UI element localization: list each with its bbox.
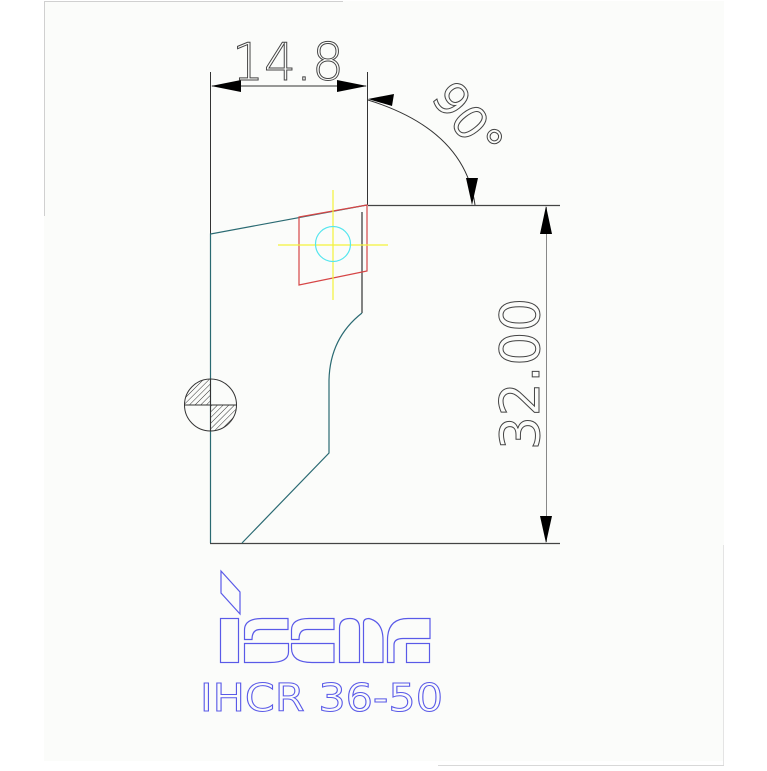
arrowhead-right-icon: [337, 80, 367, 92]
center-of-gravity-icon: [184, 378, 237, 432]
insert: [278, 190, 388, 300]
iscar-logo-icon: [219, 569, 431, 664]
model-title: IHCR 36-50: [200, 676, 443, 720]
arrowhead-angle-top-icon: [368, 94, 394, 106]
arrowhead-down-icon: [540, 516, 552, 543]
width-label: 14.8: [232, 33, 344, 93]
height-dimension: 32.00: [210, 204, 560, 545]
arrowhead-angle-bottom-icon: [466, 178, 478, 205]
screw-hole: [314, 225, 352, 263]
height-label: 32.00: [489, 298, 552, 450]
arrowhead-up-icon: [540, 206, 552, 234]
arrowhead-left-icon: [211, 80, 241, 92]
width-dimension: 14.8: [210, 33, 368, 235]
